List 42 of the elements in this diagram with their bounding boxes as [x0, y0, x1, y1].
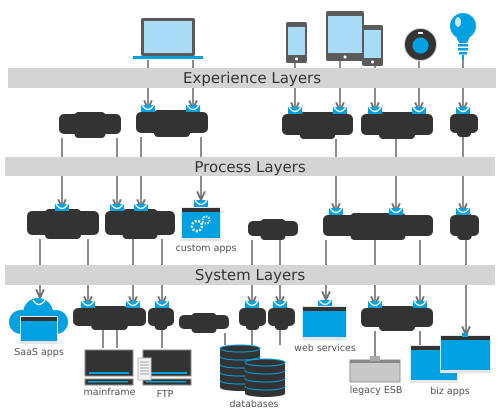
api-connector-icon	[361, 106, 433, 139]
node-label: web services	[294, 343, 356, 354]
api-connector-icon	[27, 203, 99, 239]
connector-line	[116, 330, 118, 348]
layer-label: Experience Layers	[182, 68, 322, 88]
connector-line	[102, 330, 104, 348]
arrow	[35, 239, 45, 299]
layer-label: System Layers	[194, 265, 306, 285]
node-label: FTP	[156, 389, 174, 400]
connector-line	[161, 330, 163, 348]
api-connector-icon	[450, 106, 478, 137]
tablet-icon	[362, 25, 383, 66]
arrow	[196, 137, 206, 201]
node-label: custom apps	[176, 243, 236, 254]
api-connector-icon	[148, 300, 174, 330]
phone-icon	[286, 22, 307, 63]
api-connector-icon	[105, 203, 175, 239]
connector-line	[279, 330, 281, 345]
api-connector-icon	[361, 300, 433, 331]
node-label: mainframe	[84, 387, 136, 398]
tablet-icon	[326, 11, 364, 61]
api-connector-icon	[268, 300, 295, 330]
connector-line	[374, 331, 376, 356]
api-connector-icon	[450, 207, 479, 240]
api-connector-icon	[282, 106, 353, 139]
api-connector-icon	[73, 300, 146, 330]
api-connector-icon	[239, 300, 266, 330]
node-label: SaaS apps	[14, 347, 64, 358]
layer-label: Process Layers	[194, 157, 306, 177]
connector-line	[224, 333, 226, 345]
lightbulb-icon	[449, 12, 477, 60]
node-label: legacy ESB	[350, 385, 402, 396]
connector-line	[419, 331, 421, 345]
thermostat-icon	[404, 28, 437, 61]
arrow	[461, 240, 471, 336]
node-label: databases	[230, 399, 278, 410]
api-connector-icon	[323, 207, 433, 240]
connector-line	[251, 330, 253, 345]
laptop-icon	[133, 18, 203, 60]
node-label: biz apps	[430, 386, 470, 397]
api-connector-icon	[136, 104, 208, 137]
arrow	[321, 240, 331, 301]
